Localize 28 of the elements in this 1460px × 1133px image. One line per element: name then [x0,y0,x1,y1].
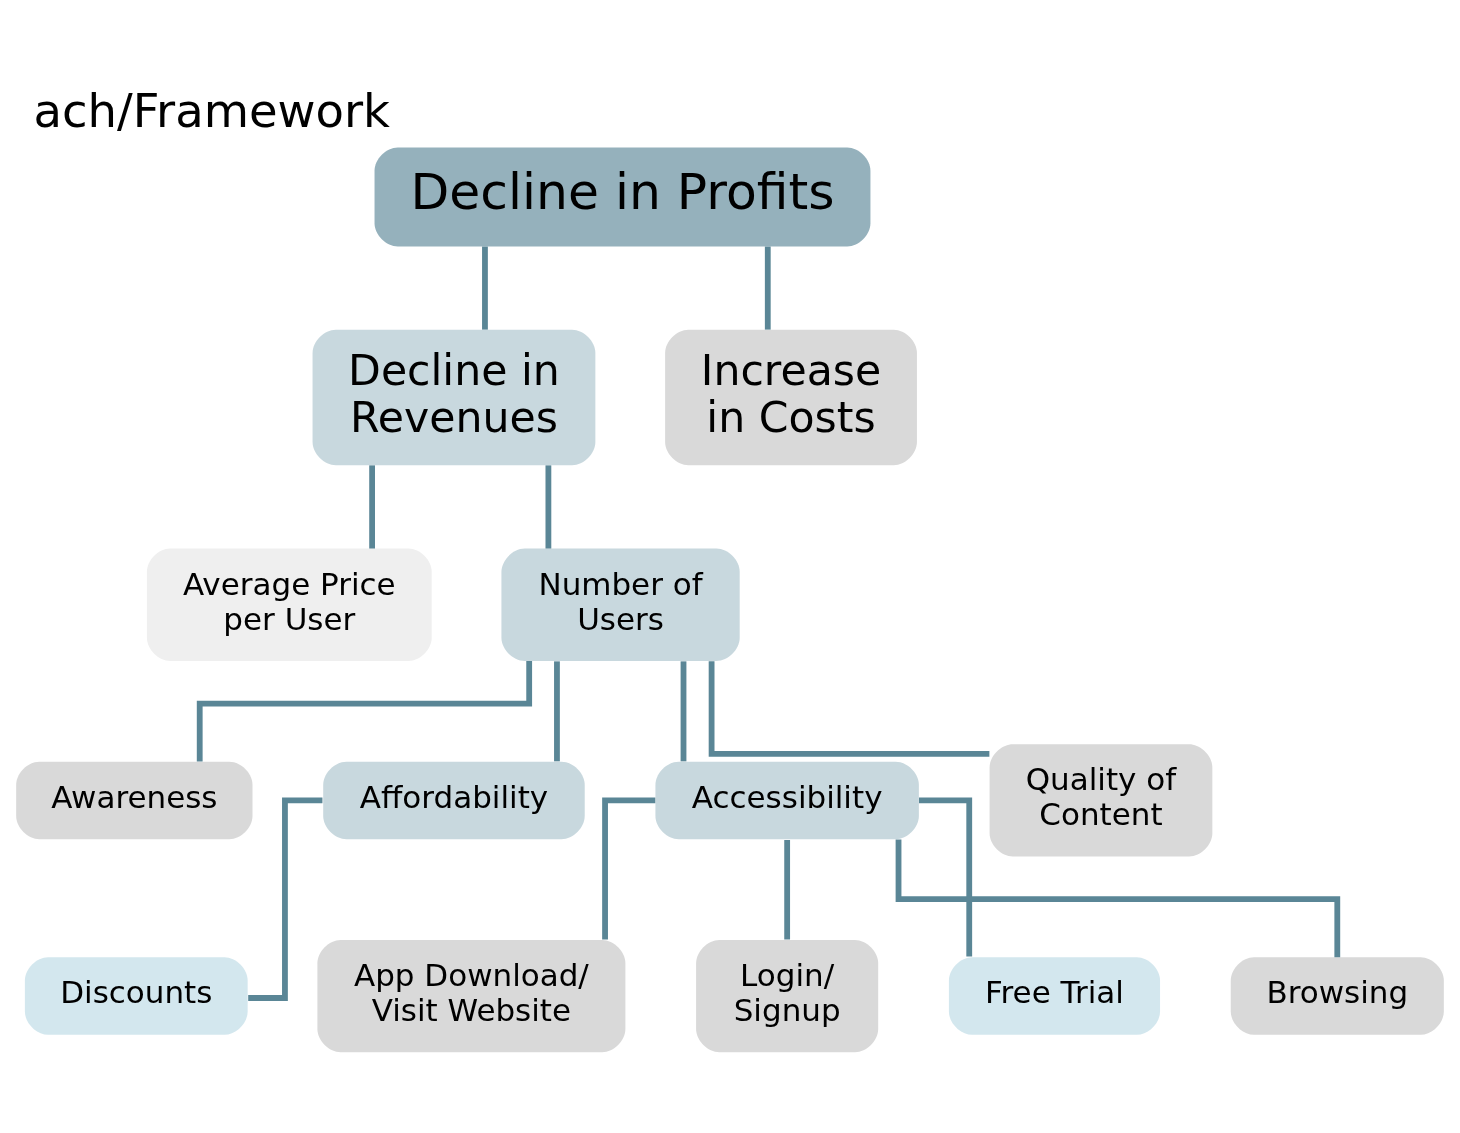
node-box: Discounts [24,956,248,1035]
connector [196,660,533,762]
diagram-title: ach/Framework [33,83,391,138]
connector [764,246,771,330]
node-box: Decline in Profits [374,147,871,246]
connector [248,797,323,1001]
connector [680,660,687,761]
node-box: Number of Users [501,548,740,661]
connector [919,797,973,956]
node-box: Awareness [16,761,253,839]
node-box: Login/ Signup [696,939,879,1052]
connector [482,246,488,330]
node-box: Average Price per User [146,548,432,661]
node-box: Quality of Content [989,743,1213,857]
node-box: Increase in Costs [665,329,917,465]
connector [369,464,375,548]
connector [784,839,791,939]
node-box: Browsing [1230,956,1444,1035]
connector [708,660,990,757]
node-box: Accessibility [655,761,919,839]
node-box: App Download/ Visit Website [317,939,626,1052]
node-box: Free Trial [948,956,1161,1035]
connector [895,839,1341,957]
connector [602,797,656,939]
connector [554,660,560,761]
node-box: Affordability [323,761,585,839]
connector [545,464,552,548]
node-box: Decline in Revenues [312,329,596,465]
